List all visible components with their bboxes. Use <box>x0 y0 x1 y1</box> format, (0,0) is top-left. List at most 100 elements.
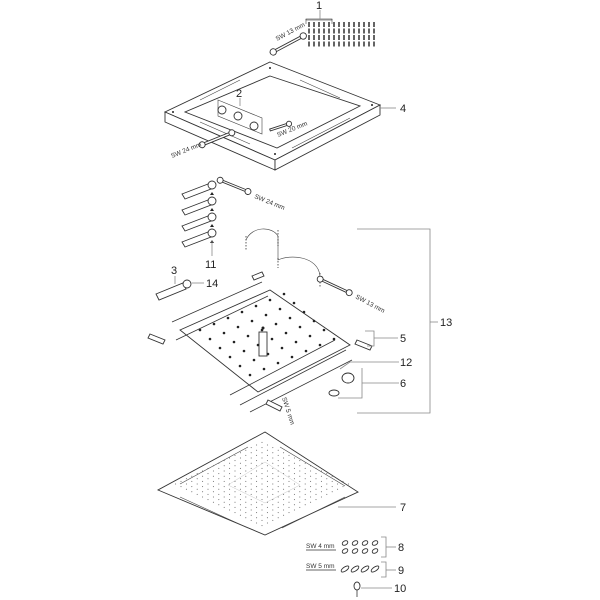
screw-dot <box>198 328 202 332</box>
nozzle-dot <box>326 478 328 480</box>
bracket-13 <box>357 228 438 414</box>
nozzle-dot <box>250 467 252 469</box>
nozzle-dot <box>261 462 263 464</box>
nozzle-dot <box>256 470 258 472</box>
nozzle-dot <box>266 522 268 524</box>
callout-10: 10 <box>394 583 406 595</box>
nozzle-dot <box>293 493 295 495</box>
nozzle-dot <box>239 514 241 516</box>
nozzle-dot <box>266 512 268 514</box>
nozzle-dot <box>223 486 225 488</box>
screw-dot <box>246 334 250 338</box>
pin-part-5[interactable] <box>354 330 398 351</box>
nozzle-dot <box>212 501 214 503</box>
nozzle-dot <box>218 462 220 464</box>
nozzle-dot <box>261 499 263 501</box>
nozzle-dot <box>272 452 274 454</box>
nozzle-dot <box>234 470 236 472</box>
nozzle-dot <box>266 444 268 446</box>
elbow-icon <box>181 215 212 232</box>
nozzle-dot <box>266 486 268 488</box>
nozzle-dot <box>234 496 236 498</box>
screw-dot <box>318 343 322 347</box>
nozzle-dot <box>310 491 312 493</box>
nozzle-dot <box>239 462 241 464</box>
screw-dot <box>242 349 246 353</box>
nozzle-dot <box>212 486 214 488</box>
nozzle-dot <box>283 488 285 490</box>
nozzle-dot <box>202 480 204 482</box>
nozzle-dot <box>310 470 312 472</box>
grub-screw-set-part-9[interactable] <box>340 561 396 578</box>
mounting-frame-part-4[interactable] <box>163 61 382 171</box>
screw-dot <box>302 310 306 314</box>
screw-dot <box>238 364 242 368</box>
nozzle-dot <box>266 480 268 482</box>
nozzle-dot <box>202 475 204 477</box>
seal-icon <box>210 192 214 195</box>
nozzle-dot <box>310 496 312 498</box>
screw-dot <box>236 325 240 329</box>
nozzle-dot <box>256 486 258 488</box>
callout-2: 2 <box>236 88 242 100</box>
nozzle-dot <box>299 491 301 493</box>
callout-13: 13 <box>440 317 452 329</box>
nozzle-dot <box>304 462 306 464</box>
nozzle-dot <box>202 486 204 488</box>
screw-icon <box>351 548 359 554</box>
elbow-set-part-11[interactable] <box>181 180 217 248</box>
nozzle-dot <box>256 522 258 524</box>
screw-dot <box>278 307 282 311</box>
screw-dot <box>274 322 278 326</box>
nozzle-dot <box>229 488 231 490</box>
nozzle-dot <box>293 457 295 459</box>
nozzle-dot <box>239 488 241 490</box>
nozzle-dot <box>234 465 236 467</box>
nozzle-dot <box>239 483 241 485</box>
nozzle-dot <box>245 465 247 467</box>
nozzle-dot <box>293 462 295 464</box>
nozzle-dot <box>218 467 220 469</box>
callout-9: 9 <box>398 565 404 577</box>
nozzle-dot <box>223 506 225 508</box>
safety-hook-part-10[interactable] <box>353 581 392 597</box>
fittings-part-2[interactable] <box>217 98 259 131</box>
screw-dot <box>292 301 296 305</box>
screw-dot <box>250 319 254 323</box>
screw-dot <box>240 310 244 314</box>
nozzle-dot <box>277 491 279 493</box>
nozzle-dot <box>250 514 252 516</box>
nozzle-dot <box>207 493 209 495</box>
nozzle-dot <box>261 493 263 495</box>
nozzle-dot <box>207 473 209 475</box>
shower-plate-part-7[interactable] <box>156 431 359 536</box>
screw-set-part-8[interactable] <box>341 536 396 558</box>
nozzle-dot <box>283 467 285 469</box>
wrench-icon <box>198 129 236 149</box>
connector-part-6[interactable] <box>328 361 399 399</box>
nozzle-dot <box>245 517 247 519</box>
nozzle-dot <box>196 493 198 495</box>
nozzle-dot <box>250 478 252 480</box>
nozzle-dot <box>304 493 306 495</box>
screw-set-part-1[interactable] <box>305 10 375 48</box>
nozzle-dot <box>218 473 220 475</box>
nozzle-dot <box>261 519 263 521</box>
nozzle-dot <box>229 467 231 469</box>
nozzle-dot <box>310 465 312 467</box>
nozzle-dot <box>245 470 247 472</box>
connection-elbow-part-3[interactable] <box>155 276 192 301</box>
pin-icon <box>147 271 283 412</box>
nozzle-dot <box>185 478 187 480</box>
nozzle-dot <box>272 504 274 506</box>
base-body-part-13[interactable] <box>171 281 353 413</box>
nozzle-dot <box>261 478 263 480</box>
nozzle-dot <box>266 501 268 503</box>
nozzle-dot <box>223 475 225 477</box>
nozzle-dot <box>326 483 328 485</box>
nozzle-dot <box>256 460 258 462</box>
nozzle-dot <box>245 480 247 482</box>
screw-dot <box>288 316 292 320</box>
nozzle-dot <box>250 473 252 475</box>
nozzle-dot <box>299 475 301 477</box>
